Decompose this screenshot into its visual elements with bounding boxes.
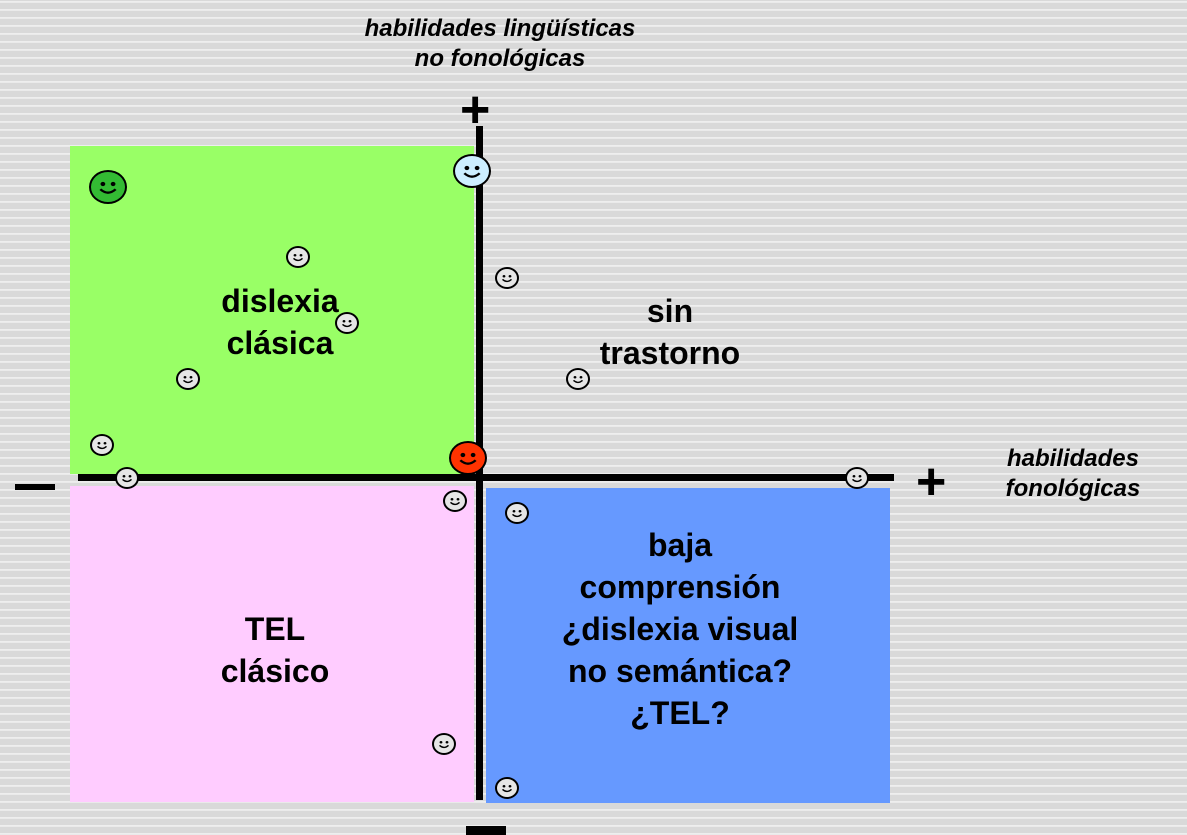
label-line: sin bbox=[646, 293, 694, 329]
label-sin-trastorno: sin trastorno bbox=[555, 290, 785, 374]
smiley-icon bbox=[432, 733, 456, 755]
quadrant-bottom-right bbox=[486, 488, 890, 803]
x-axis-label-line1: habilidades bbox=[1006, 445, 1140, 472]
label-dislexia-clasica: dislexia clásica bbox=[170, 280, 390, 364]
smiley-icon bbox=[495, 777, 519, 799]
label-tel-clasico: TEL clásico bbox=[160, 608, 390, 692]
label-line: clásico bbox=[220, 653, 330, 689]
label-line: clásica bbox=[226, 325, 334, 361]
y-axis-label-line2: no fonológicas bbox=[414, 45, 586, 72]
x-axis-label-line2: fonológicas bbox=[1005, 475, 1141, 502]
label-line: trastorno bbox=[599, 335, 741, 371]
smiley-icon bbox=[845, 467, 869, 489]
label-baja-comprension: baja comprensión ¿dislexia visual no sem… bbox=[490, 524, 870, 734]
smiley-icon bbox=[495, 267, 519, 289]
smiley-icon bbox=[176, 368, 200, 390]
y-axis-label-line1: habilidades lingüísticas bbox=[364, 15, 636, 42]
quadrant-top-left bbox=[70, 146, 474, 474]
label-line: ¿dislexia visual bbox=[561, 611, 799, 647]
plus-sign-right: + bbox=[916, 453, 947, 511]
minus-sign-bottom bbox=[466, 826, 506, 835]
y-axis-label: habilidades lingüísticas no fonológicas bbox=[270, 14, 730, 74]
smiley-icon bbox=[449, 441, 487, 475]
label-line: comprensión bbox=[579, 569, 781, 605]
label-line: baja bbox=[647, 527, 713, 563]
smiley-icon bbox=[453, 154, 491, 188]
smiley-icon bbox=[335, 312, 359, 334]
label-line: no semántica? bbox=[567, 653, 793, 689]
label-line: TEL bbox=[244, 611, 306, 647]
smiley-icon bbox=[566, 368, 590, 390]
smiley-icon bbox=[443, 490, 467, 512]
quadrant-bottom-left bbox=[70, 486, 474, 802]
label-line: dislexia bbox=[221, 283, 339, 319]
smiley-icon bbox=[505, 502, 529, 524]
horizontal-axis bbox=[78, 474, 894, 481]
x-axis-label: habilidades fonológicas bbox=[962, 444, 1184, 504]
plus-sign-top: + bbox=[460, 81, 491, 139]
smiley-icon bbox=[89, 170, 127, 204]
smiley-icon bbox=[90, 434, 114, 456]
smiley-icon bbox=[286, 246, 310, 268]
label-line: ¿TEL? bbox=[630, 695, 730, 731]
minus-sign-left bbox=[15, 484, 55, 490]
smiley-icon bbox=[115, 467, 139, 489]
